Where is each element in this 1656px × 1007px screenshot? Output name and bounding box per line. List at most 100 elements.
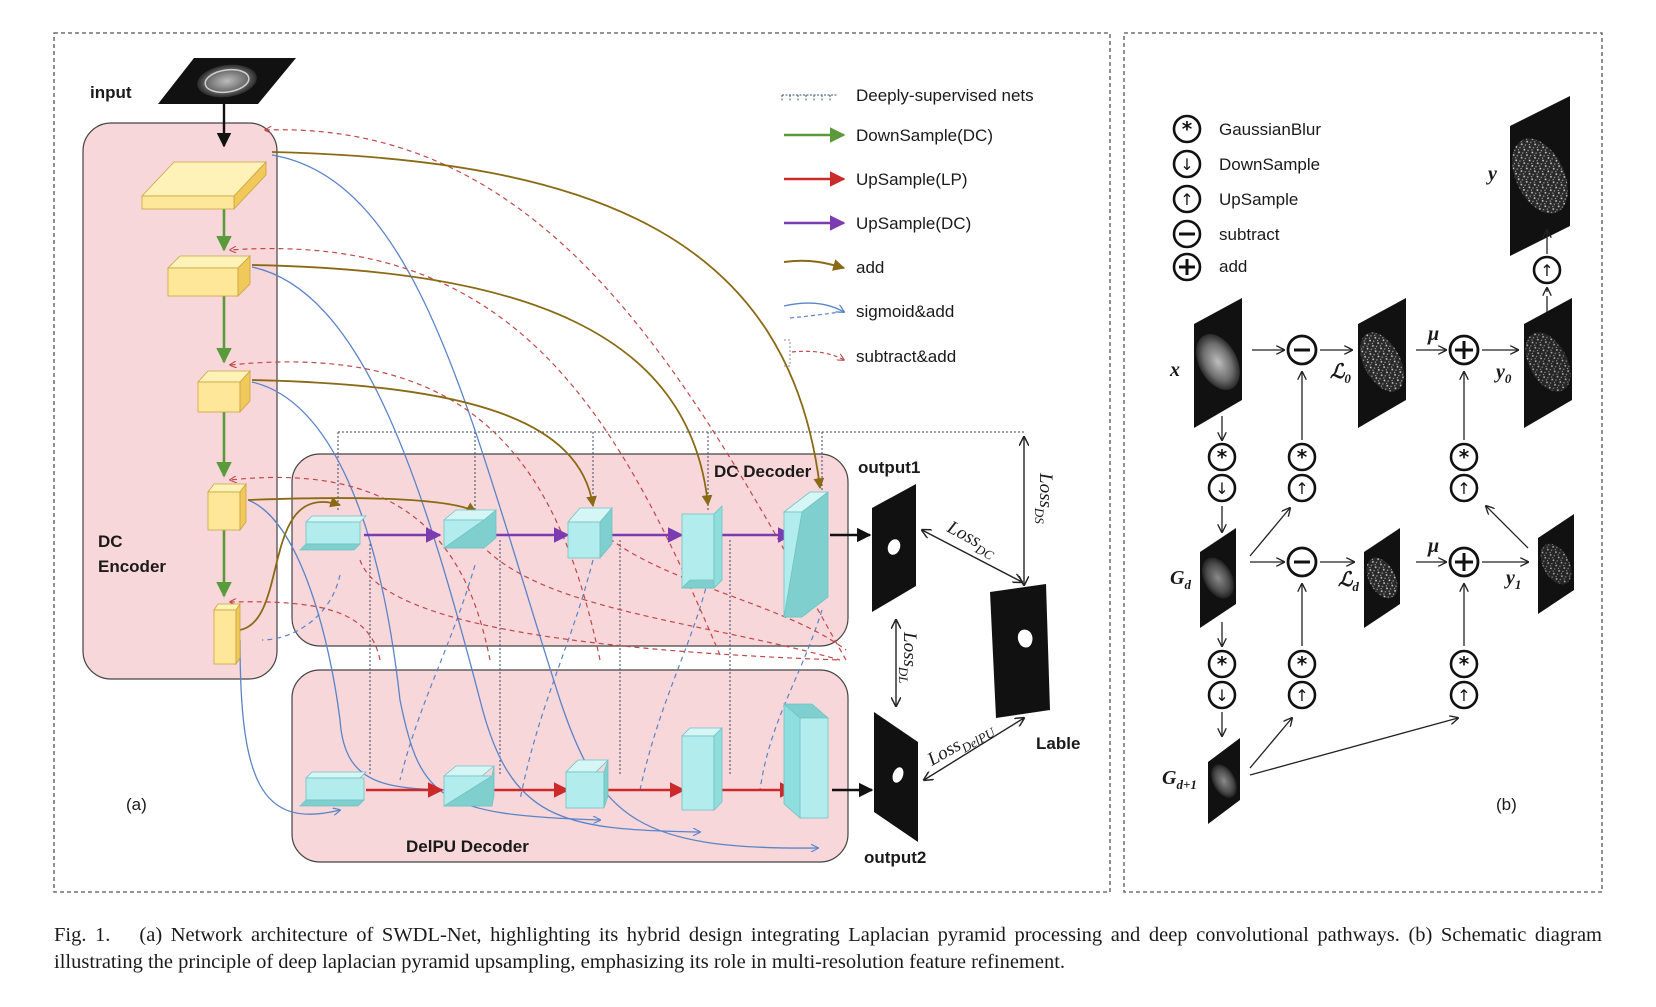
svg-text:subtract: subtract	[1219, 225, 1280, 244]
var-l0-label: ℒ0	[1330, 361, 1351, 386]
image-l0	[1358, 298, 1406, 428]
var-y0-label: y0	[1494, 361, 1512, 386]
svg-text:*: *	[1297, 445, 1308, 469]
image-x	[1194, 298, 1242, 428]
delpu-decoder-block-2	[442, 765, 496, 807]
legend-subtract-add: subtract&add	[784, 339, 956, 367]
svg-text:Deeply-supervised nets: Deeply-supervised nets	[856, 86, 1034, 105]
svg-text:UpSample(DC): UpSample(DC)	[856, 214, 971, 233]
svg-text:GaussianBlur: GaussianBlur	[1219, 120, 1321, 139]
image-y	[1510, 96, 1570, 256]
legend-downsample-dc: DownSample(DC)	[784, 126, 993, 145]
encoder-blocks	[141, 160, 267, 666]
upsample-icon	[1172, 184, 1202, 214]
sigmoid-add-lines	[239, 154, 818, 848]
svg-text:add: add	[856, 258, 884, 277]
image-y1	[1538, 514, 1574, 614]
image-ld	[1364, 528, 1400, 628]
add-lines	[239, 151, 825, 631]
svg-text:add: add	[1219, 257, 1247, 276]
output1-label: output1	[858, 458, 920, 477]
var-gd-label: Gd	[1170, 567, 1191, 592]
svg-text:↑: ↑	[1295, 479, 1308, 498]
image-gd1	[1208, 738, 1240, 824]
dc-decoder-block-3	[567, 506, 613, 560]
svg-text:DownSample(DC): DownSample(DC)	[856, 126, 993, 145]
loss-dl-label: LossDL	[896, 631, 920, 683]
legend-a: Deeply-supervised nets DownSample(DC) Up…	[781, 86, 1034, 367]
svg-text:subtract&add: subtract&add	[856, 347, 956, 366]
legend-add: add	[783, 258, 884, 277]
legend-gaussianblur: * GaussianBlur	[1172, 114, 1321, 144]
panel-a-border	[53, 32, 1111, 893]
blur-down-node-1: * ↓	[1207, 442, 1237, 503]
blur-down-node-2: * ↓	[1207, 649, 1237, 710]
image-y0	[1524, 298, 1572, 428]
legend-add-op: add	[1172, 252, 1247, 282]
blur-up-node-3: * ↑	[1287, 649, 1317, 710]
svg-text:*: *	[1217, 445, 1228, 469]
svg-text:UpSample(LP): UpSample(LP)	[856, 170, 968, 189]
dc-decoder-block-1	[299, 515, 367, 551]
svg-text:↓: ↓	[1180, 155, 1193, 174]
delpu-decoder-block-1	[299, 771, 367, 807]
output2-label: output2	[864, 848, 926, 867]
label-image	[990, 584, 1050, 718]
encoder-label-line2: Encoder	[98, 557, 166, 576]
svg-text:*: *	[1182, 117, 1193, 141]
svg-text:↑: ↑	[1457, 686, 1470, 705]
sigmoid-add-dashed	[261, 559, 823, 801]
output1-image	[872, 484, 916, 612]
gaussianblur-icon	[1172, 114, 1202, 144]
var-y-label: y	[1486, 163, 1497, 185]
encoder-block-1	[141, 160, 267, 211]
input-label: input	[90, 83, 132, 102]
subtract-node-1	[1286, 334, 1318, 366]
svg-text:UpSample: UpSample	[1219, 190, 1298, 209]
svg-text:↑: ↑	[1295, 686, 1308, 705]
svg-text:sigmoid&add: sigmoid&add	[856, 302, 954, 321]
delpu-decoder-box	[291, 669, 849, 863]
panel-b-tag: (b)	[1496, 795, 1517, 814]
blur-up-node-1: * ↑	[1287, 442, 1317, 503]
legend-upsample-lp: UpSample(LP)	[784, 170, 968, 189]
dc-decoder-block-2	[442, 509, 498, 549]
legend-sigmoid-add: sigmoid&add	[783, 302, 954, 321]
svg-text:↑: ↑	[1457, 479, 1470, 498]
var-ld-label: ℒd	[1338, 569, 1359, 594]
var-gd1-label: Gd+1	[1162, 767, 1197, 792]
dc-decoder-block-5	[782, 491, 830, 618]
var-y1-label: y1	[1504, 567, 1521, 592]
mu-label-1: μ	[1427, 323, 1439, 345]
legend-deeply-supervised: Deeply-supervised nets	[781, 86, 1034, 105]
add-node-2	[1448, 546, 1480, 578]
legend-b: * GaussianBlur ↓ DownSample ↑ UpSample s…	[1172, 114, 1321, 282]
delpu-decoder-block-4	[681, 727, 723, 811]
legend-upsample-dc: UpSample(DC)	[784, 214, 971, 233]
loss-dc-arrow	[922, 530, 1022, 582]
panel-b-border	[1123, 32, 1603, 893]
panel-a-tag: (a)	[126, 795, 147, 814]
delpu-decoder-label: DelPU Decoder	[406, 837, 529, 856]
legend-subtract: subtract	[1172, 219, 1280, 249]
svg-text:*: *	[1459, 652, 1470, 676]
dc-decoder-block-4	[681, 505, 723, 589]
subtract-add-lines	[230, 130, 847, 661]
output2-image	[874, 712, 918, 842]
label-image-label: Lable	[1036, 734, 1080, 753]
pyramid-operators: ↑ * ↓ * ↑ * ↑ * ↓ * ↑ * ↑	[1207, 255, 1562, 710]
svg-text:↑: ↑	[1540, 261, 1553, 280]
pyramid-arrows	[1222, 230, 1547, 776]
encoder-block-4	[207, 482, 247, 532]
legend-upsample: ↑ UpSample	[1172, 184, 1298, 214]
subtract-node-2	[1286, 546, 1318, 578]
dc-decoder-blocks	[299, 491, 830, 618]
legend-downsample: ↓ DownSample	[1172, 149, 1320, 179]
delpu-decoder-block-3	[565, 759, 609, 809]
mu-label-2: μ	[1427, 535, 1439, 557]
delpu-decoder-block-5	[782, 703, 830, 819]
loss-ds-label: LossDS	[1032, 472, 1056, 524]
svg-text:*: *	[1459, 445, 1470, 469]
dc-decoder-label: DC Decoder	[714, 462, 812, 481]
